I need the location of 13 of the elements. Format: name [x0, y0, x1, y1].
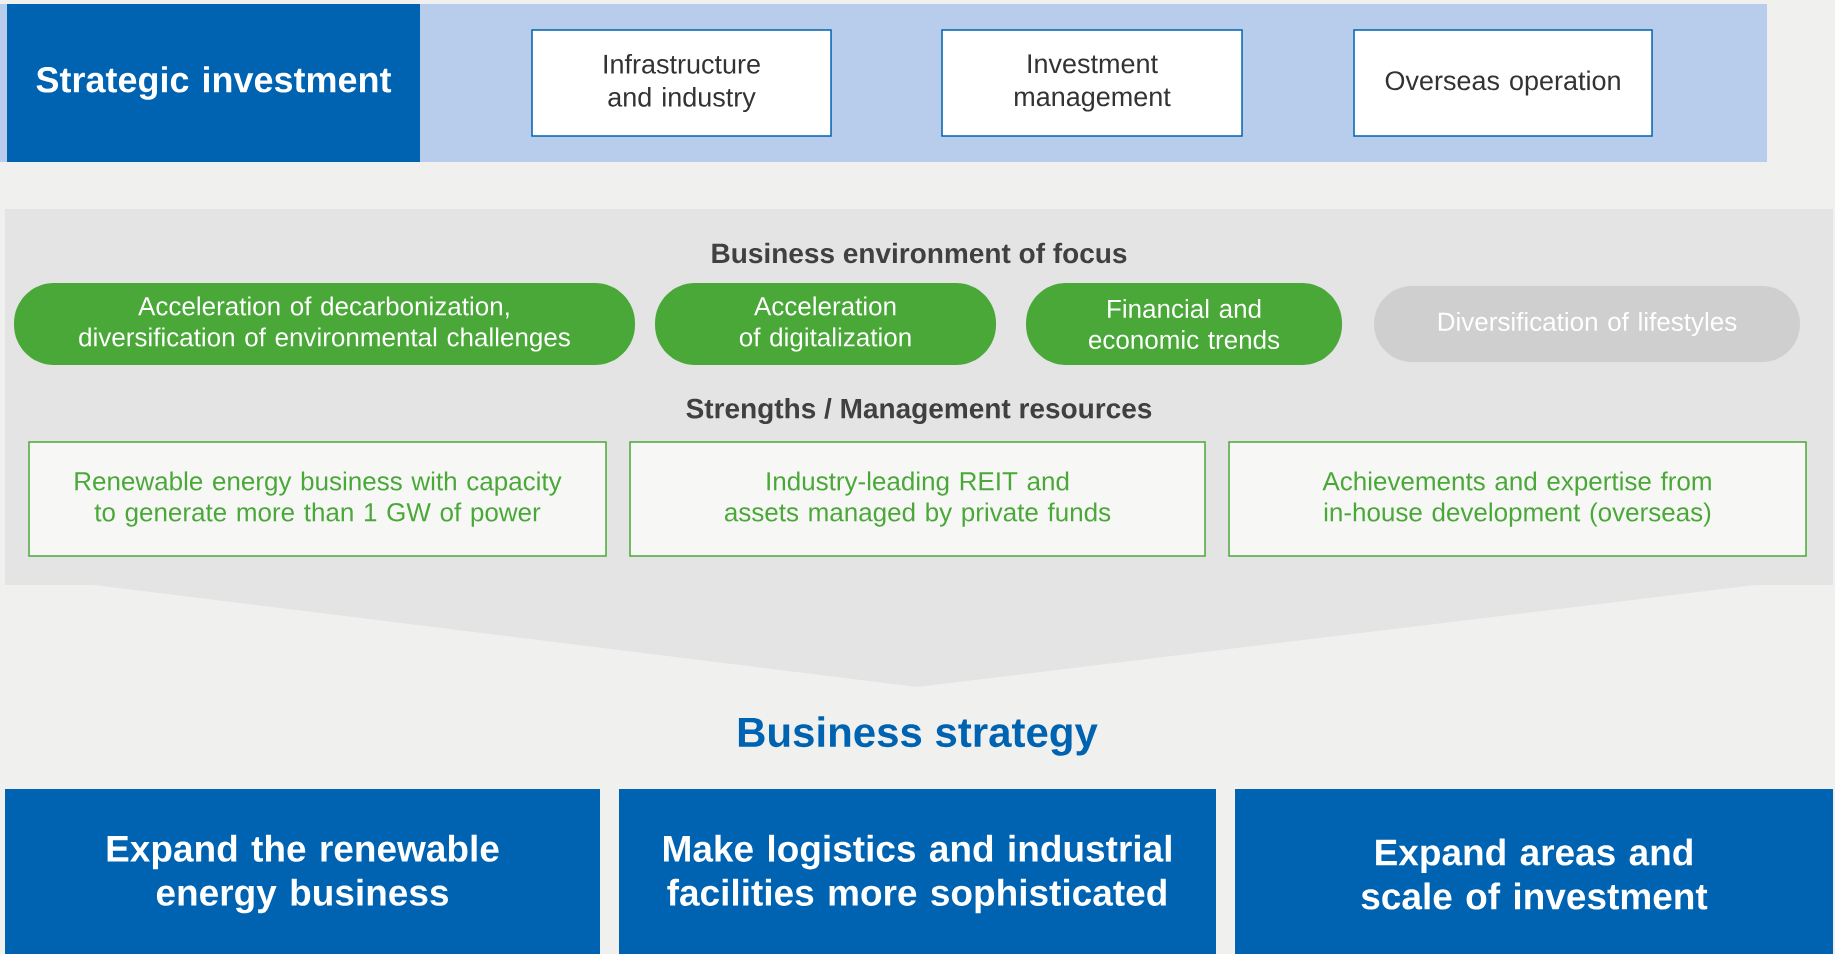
title-box: Strategic investment	[7, 4, 420, 162]
pill-label: Financial and economic trends	[1026, 283, 1342, 365]
strategy-box: Expand the renewable energy business	[5, 789, 600, 954]
pill-label: Acceleration of digitalization	[655, 283, 996, 365]
strength-box: Achievements and expertise from in-house development (overseas)	[1228, 441, 1807, 557]
category-box: Overseas operation	[1353, 29, 1653, 137]
category-box: Infrastructure and industry	[531, 29, 832, 137]
category-box: Investment management	[941, 29, 1243, 137]
strength-box: Renewable energy business with capacity to generate more than 1 GW of power	[28, 441, 607, 557]
strategy-box: Make logistics and industrial facilities more sophisticated	[619, 789, 1216, 954]
strategy-box: Expand areas and scale of investment	[1235, 789, 1833, 954]
strength-box: Industry-leading REIT and assets managed by private funds	[629, 441, 1206, 557]
pill-label: Acceleration of decarbonization, diversification of environmental challenges	[14, 283, 635, 365]
